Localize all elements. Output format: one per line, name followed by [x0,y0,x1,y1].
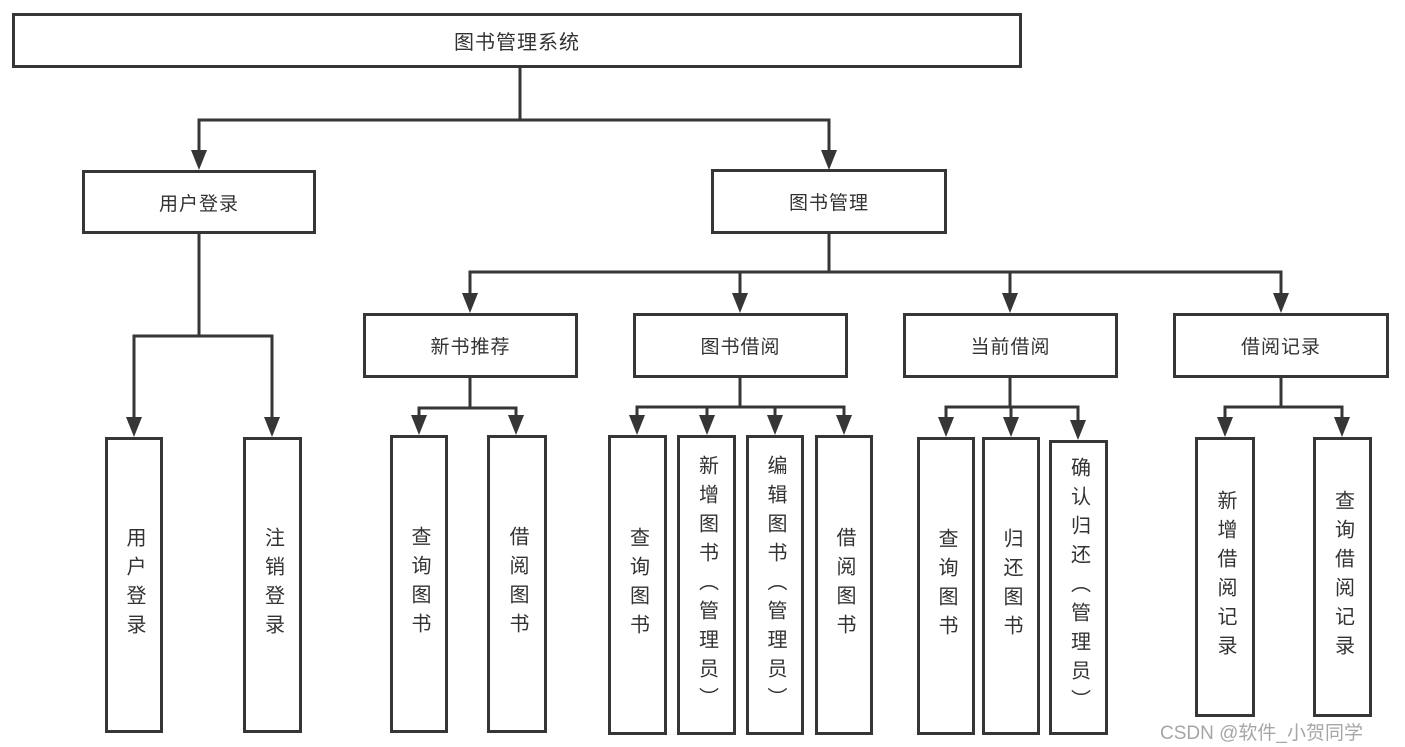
node-label: 新书推荐 [430,337,511,358]
node-label: 图书管理 [788,193,869,214]
node-label: 查询图书 [626,527,649,643]
node-label: 当前借阅 [970,337,1051,358]
node-user-login-leaf: 用户登录 [105,437,163,733]
node-label: 用户登录 [123,527,145,643]
node-return-books: 归还图书 [982,437,1040,735]
node-logout-leaf: 注销登录 [243,437,302,733]
node-edit-books-admin: 编辑图书（管理员） [746,435,804,735]
node-borrowing-records: 借阅记录 [1173,313,1389,378]
node-new-book-recommend: 新书推荐 [363,313,578,378]
node-label: 用户登录 [158,193,239,215]
node-current-borrowing: 当前借阅 [903,313,1118,378]
node-borrow-books-recommend: 借阅图书 [487,435,547,733]
node-label: 注销登录 [261,527,284,643]
node-label: 归还图书 [1000,528,1022,644]
node-label: 编辑图书（管理员） [764,454,786,716]
node-label: 查询图书 [408,526,430,642]
node-query-books-borrowing: 查询图书 [608,435,667,735]
node-book-borrowing: 图书借阅 [633,313,848,378]
node-library-management-system: 图书管理系统 [12,13,1022,68]
node-user-login-branch: 用户登录 [82,170,316,234]
node-label: 查询图书 [935,528,957,644]
node-add-borrow-record: 新增借阅记录 [1195,437,1255,717]
node-query-books-current: 查询图书 [917,437,975,735]
node-label: 借阅记录 [1240,337,1321,358]
node-book-management-branch: 图书管理 [711,169,947,234]
node-label: 图书借阅 [700,337,781,358]
node-borrow-books-leaf: 借阅图书 [815,435,873,735]
node-label: 图书管理系统 [454,32,580,54]
node-query-books-recommend: 查询图书 [390,435,448,733]
node-label: 新增图书（管理员） [695,454,718,716]
node-label: 查询借阅记录 [1331,490,1354,664]
arrowheads [126,150,1350,440]
node-confirm-return-admin: 确认归还（管理员） [1049,440,1108,735]
csdn-watermark: CSDN @软件_小贺同学 [1160,723,1363,744]
node-label: 借阅图书 [506,526,528,642]
node-add-books-admin: 新增图书（管理员） [677,435,736,735]
node-label: 新增借阅记录 [1214,490,1236,664]
node-query-borrow-record: 查询借阅记录 [1313,437,1372,717]
node-label: 借阅图书 [833,527,855,643]
node-label: 确认归还（管理员） [1067,457,1090,718]
